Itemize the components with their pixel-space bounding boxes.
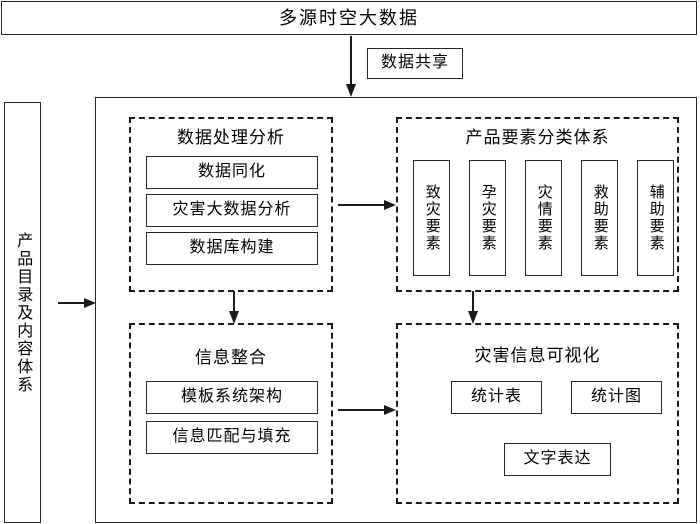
box-statistical-chart-label: 统计图 [590,388,642,406]
box-disaster-bigdata-analysis-label: 灾害大数据分析 [172,201,292,219]
group-information-integration-title: 信息整合 [195,348,267,367]
box-statistical-chart: 统计图 [571,381,662,414]
arrow-header-to-container [346,36,356,97]
box-template-system-architecture-label: 模板系统架构 [180,388,283,406]
box-relief-elements: 救助要素 [581,160,618,276]
box-template-system-architecture: 模板系统架构 [146,381,318,414]
box-auxiliary-elements: 辅助要素 [637,160,674,276]
group-disaster-visualization [396,323,679,504]
box-information-matching-filling-label: 信息匹配与填充 [172,428,292,446]
group-data-processing [129,117,333,292]
arrow-integration-to-visualization [338,405,396,415]
group-product-elements-title: 产品要素分类体系 [465,128,610,147]
box-data-assimilation-label: 数据同化 [197,163,266,181]
box-database-construction-label: 数据库构建 [189,239,275,257]
box-text-expression: 文字表达 [504,443,611,476]
group-disaster-visualization-title: 灾害信息可视化 [474,346,601,365]
arrow-processing-to-elements [338,200,396,210]
arrow-processing-to-integration [229,291,239,324]
box-data-assimilation: 数据同化 [146,156,318,189]
data-sharing-label: 数据共享 [380,54,449,72]
box-disaster-bigdata-analysis: 灾害大数据分析 [146,194,318,227]
arrow-elements-to-visualization [468,291,478,324]
box-auxiliary-elements-label: 辅助要素 [647,184,664,252]
box-text-expression-label: 文字表达 [523,450,592,468]
group-data-processing-title: 数据处理分析 [177,128,285,147]
box-hazard-breeding-elements: 孕灾要素 [469,160,506,276]
product-catalog-panel: 产品目录及内容体系 [4,102,41,523]
box-disaster-situation-elements: 灾情要素 [525,160,562,276]
box-statistical-table-label: 统计表 [470,388,522,406]
box-relief-elements-label: 救助要素 [591,184,608,252]
header-label: 多源时空大数据 [279,7,419,28]
box-hazard-breeding-elements-label: 孕灾要素 [479,184,496,252]
box-hazard-causing-elements-label: 致灾要素 [423,184,440,252]
group-information-integration [129,323,333,504]
box-database-construction: 数据库构建 [146,232,318,265]
arrow-left-panel-to-container [58,298,96,308]
group-product-elements [396,117,679,292]
header-box: 多源时空大数据 [1,1,697,35]
box-disaster-situation-elements-label: 灾情要素 [535,184,552,252]
product-catalog-label: 产品目录及内容体系 [14,231,32,394]
box-hazard-causing-elements: 致灾要素 [413,160,450,276]
data-sharing-box: 数据共享 [367,48,463,79]
box-information-matching-filling: 信息匹配与填充 [146,421,318,454]
box-statistical-table: 统计表 [451,381,542,414]
